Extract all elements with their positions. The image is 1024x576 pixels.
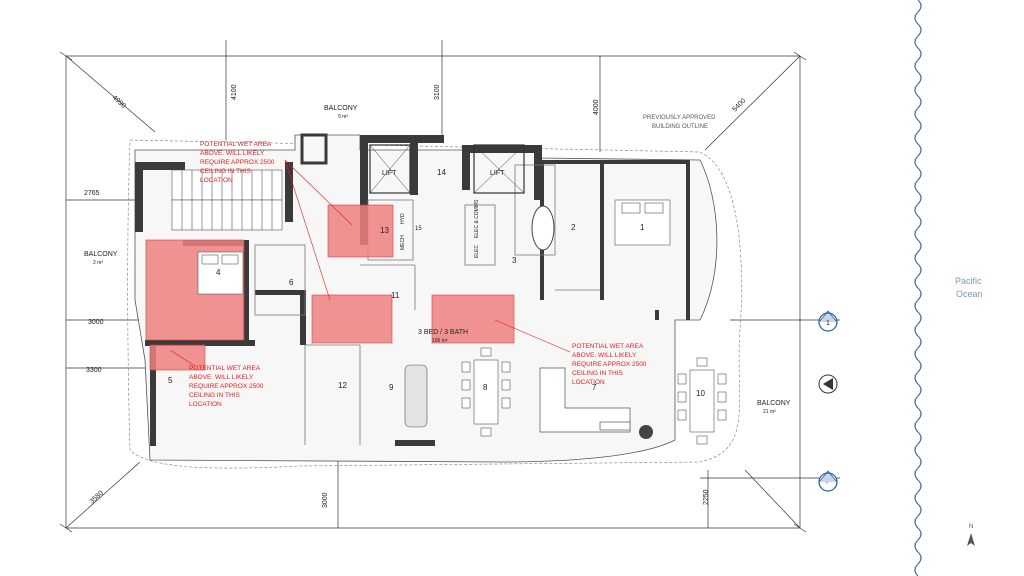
svg-text:-: - bbox=[826, 480, 829, 487]
section-marker-2[interactable]: - bbox=[818, 470, 838, 492]
kitchen-island bbox=[404, 364, 428, 428]
lift-left bbox=[369, 144, 411, 194]
dim-3300: 3300 bbox=[86, 367, 102, 374]
svg-text:LOCATION: LOCATION bbox=[572, 379, 605, 386]
svg-text:ABOVE. WILL LIKELY: ABOVE. WILL LIKELY bbox=[200, 150, 265, 157]
north-arrow: N bbox=[967, 524, 975, 546]
dim-2765: 2765 bbox=[84, 190, 100, 197]
outdoor-table bbox=[677, 357, 727, 445]
svg-text:CEILING IN THIS: CEILING IN THIS bbox=[572, 370, 623, 377]
lamp bbox=[639, 425, 653, 439]
svg-text:REQUIRE APPROX 2500: REQUIRE APPROX 2500 bbox=[189, 383, 264, 390]
room-14: 14 bbox=[437, 168, 446, 177]
room-5: 5 bbox=[168, 376, 173, 385]
wave-border bbox=[914, 0, 922, 576]
dim-4000: 4000 bbox=[593, 99, 600, 115]
room-10: 10 bbox=[696, 389, 705, 398]
sofa bbox=[539, 367, 631, 433]
dining-table bbox=[461, 347, 511, 437]
svg-text:REQUIRE APPROX 2500: REQUIRE APPROX 2500 bbox=[200, 159, 275, 166]
mech-label: MECH bbox=[400, 235, 406, 250]
unit-name: 3 BED / 3 BATH bbox=[418, 329, 468, 336]
unit-area: 196 m² bbox=[432, 338, 448, 344]
svg-text:ABOVE. WILL LIKELY: ABOVE. WILL LIKELY bbox=[572, 352, 637, 359]
interior-lines bbox=[254, 164, 600, 445]
room-4: 4 bbox=[216, 268, 221, 277]
wet-area-living bbox=[431, 294, 515, 344]
room-12: 12 bbox=[338, 381, 347, 390]
balcony-right: BALCONY bbox=[757, 400, 791, 407]
balcony-top: BALCONY bbox=[324, 105, 358, 112]
labels: BALCONY 9 m² BALCONY 2 m² BALCONY 21 m² … bbox=[84, 105, 791, 415]
approved-outline-label-2: BUILDING OUTLINE bbox=[652, 124, 708, 130]
svg-text:1: 1 bbox=[826, 320, 830, 327]
ocean-label-2: Ocean bbox=[956, 289, 983, 299]
lift-right-label: LIFT bbox=[490, 170, 505, 177]
elec-comms-label: ELEC & COMMS bbox=[474, 199, 480, 238]
svg-text:LOCATION: LOCATION bbox=[189, 401, 222, 408]
room-9: 9 bbox=[389, 383, 394, 392]
lift-left-label: LIFT bbox=[382, 170, 397, 177]
ocean-label-1: Pacific bbox=[955, 276, 982, 286]
dim-3000-left: 3000 bbox=[88, 319, 104, 326]
room-13: 13 bbox=[380, 226, 389, 235]
balcony-left: BALCONY bbox=[84, 251, 118, 258]
room-11: 11 bbox=[391, 291, 400, 300]
wet-area-5 bbox=[149, 344, 206, 371]
wet-area-note-2: POTENTIAL WET AREA ABOVE. WILL LIKELY RE… bbox=[189, 365, 264, 408]
elec-label: ELEC bbox=[474, 245, 480, 258]
room-3: 3 bbox=[512, 256, 517, 265]
room-7: 7 bbox=[592, 383, 597, 392]
dim-3100: 3100 bbox=[434, 84, 441, 100]
room-numbers: 1 2 3 4 5 6 7 8 9 10 11 12 13 14 15 bbox=[168, 168, 705, 398]
svg-text:CEILING IN THIS: CEILING IN THIS bbox=[189, 392, 240, 399]
note-leaders bbox=[169, 159, 571, 367]
wet-area-13 bbox=[327, 204, 394, 258]
room-8: 8 bbox=[483, 383, 488, 392]
stairs bbox=[171, 169, 283, 231]
approved-outline-label-1: PREVIOUSLY APPROVED bbox=[643, 115, 716, 121]
wet-area-note-3: POTENTIAL WET AREA ABOVE. WILL LIKELY RE… bbox=[572, 343, 647, 386]
svg-text:POTENTIAL WET AREA: POTENTIAL WET AREA bbox=[572, 343, 644, 350]
room-2: 2 bbox=[571, 223, 576, 232]
approved-outline bbox=[127, 139, 742, 469]
section-marker-1[interactable]: 1 bbox=[818, 310, 838, 332]
compass-marker[interactable] bbox=[818, 374, 838, 394]
balcony-left-area: 2 m² bbox=[93, 260, 103, 266]
svg-text:ABOVE. WILL LIKELY: ABOVE. WILL LIKELY bbox=[189, 374, 254, 381]
dimension-frame bbox=[59, 40, 840, 533]
room-1: 1 bbox=[640, 223, 645, 232]
balcony-right-area: 21 m² bbox=[763, 409, 776, 415]
lift-right bbox=[473, 144, 525, 194]
dim-3580: 3580 bbox=[89, 490, 105, 506]
svg-text:POTENTIAL WET AREA: POTENTIAL WET AREA bbox=[189, 365, 261, 372]
dim-4100: 4100 bbox=[231, 84, 238, 100]
svg-text:POTENTIAL WET AREA: POTENTIAL WET AREA bbox=[200, 141, 272, 148]
dim-4990: 4990 bbox=[111, 94, 127, 110]
dim-3000-bottom: 3000 bbox=[322, 492, 329, 508]
hyd-label: HYD bbox=[400, 213, 406, 224]
bed-1 bbox=[614, 199, 671, 246]
svg-text:N: N bbox=[969, 524, 973, 530]
room-6: 6 bbox=[289, 278, 294, 287]
room-15: 15 bbox=[415, 226, 422, 232]
svg-text:LOCATION: LOCATION bbox=[200, 177, 233, 184]
svg-text:REQUIRE APPROX 2500: REQUIRE APPROX 2500 bbox=[572, 361, 647, 368]
dim-5400: 5400 bbox=[731, 97, 747, 113]
bed-4 bbox=[197, 251, 244, 295]
dim-2250: 2250 bbox=[703, 489, 710, 505]
wet-area-note-1: POTENTIAL WET AREA ABOVE. WILL LIKELY RE… bbox=[200, 141, 275, 184]
wet-area-11 bbox=[311, 294, 393, 344]
bathtub bbox=[531, 205, 555, 251]
svg-text:CEILING IN THIS: CEILING IN THIS bbox=[200, 168, 251, 175]
balcony-top-area: 9 m² bbox=[338, 114, 348, 120]
